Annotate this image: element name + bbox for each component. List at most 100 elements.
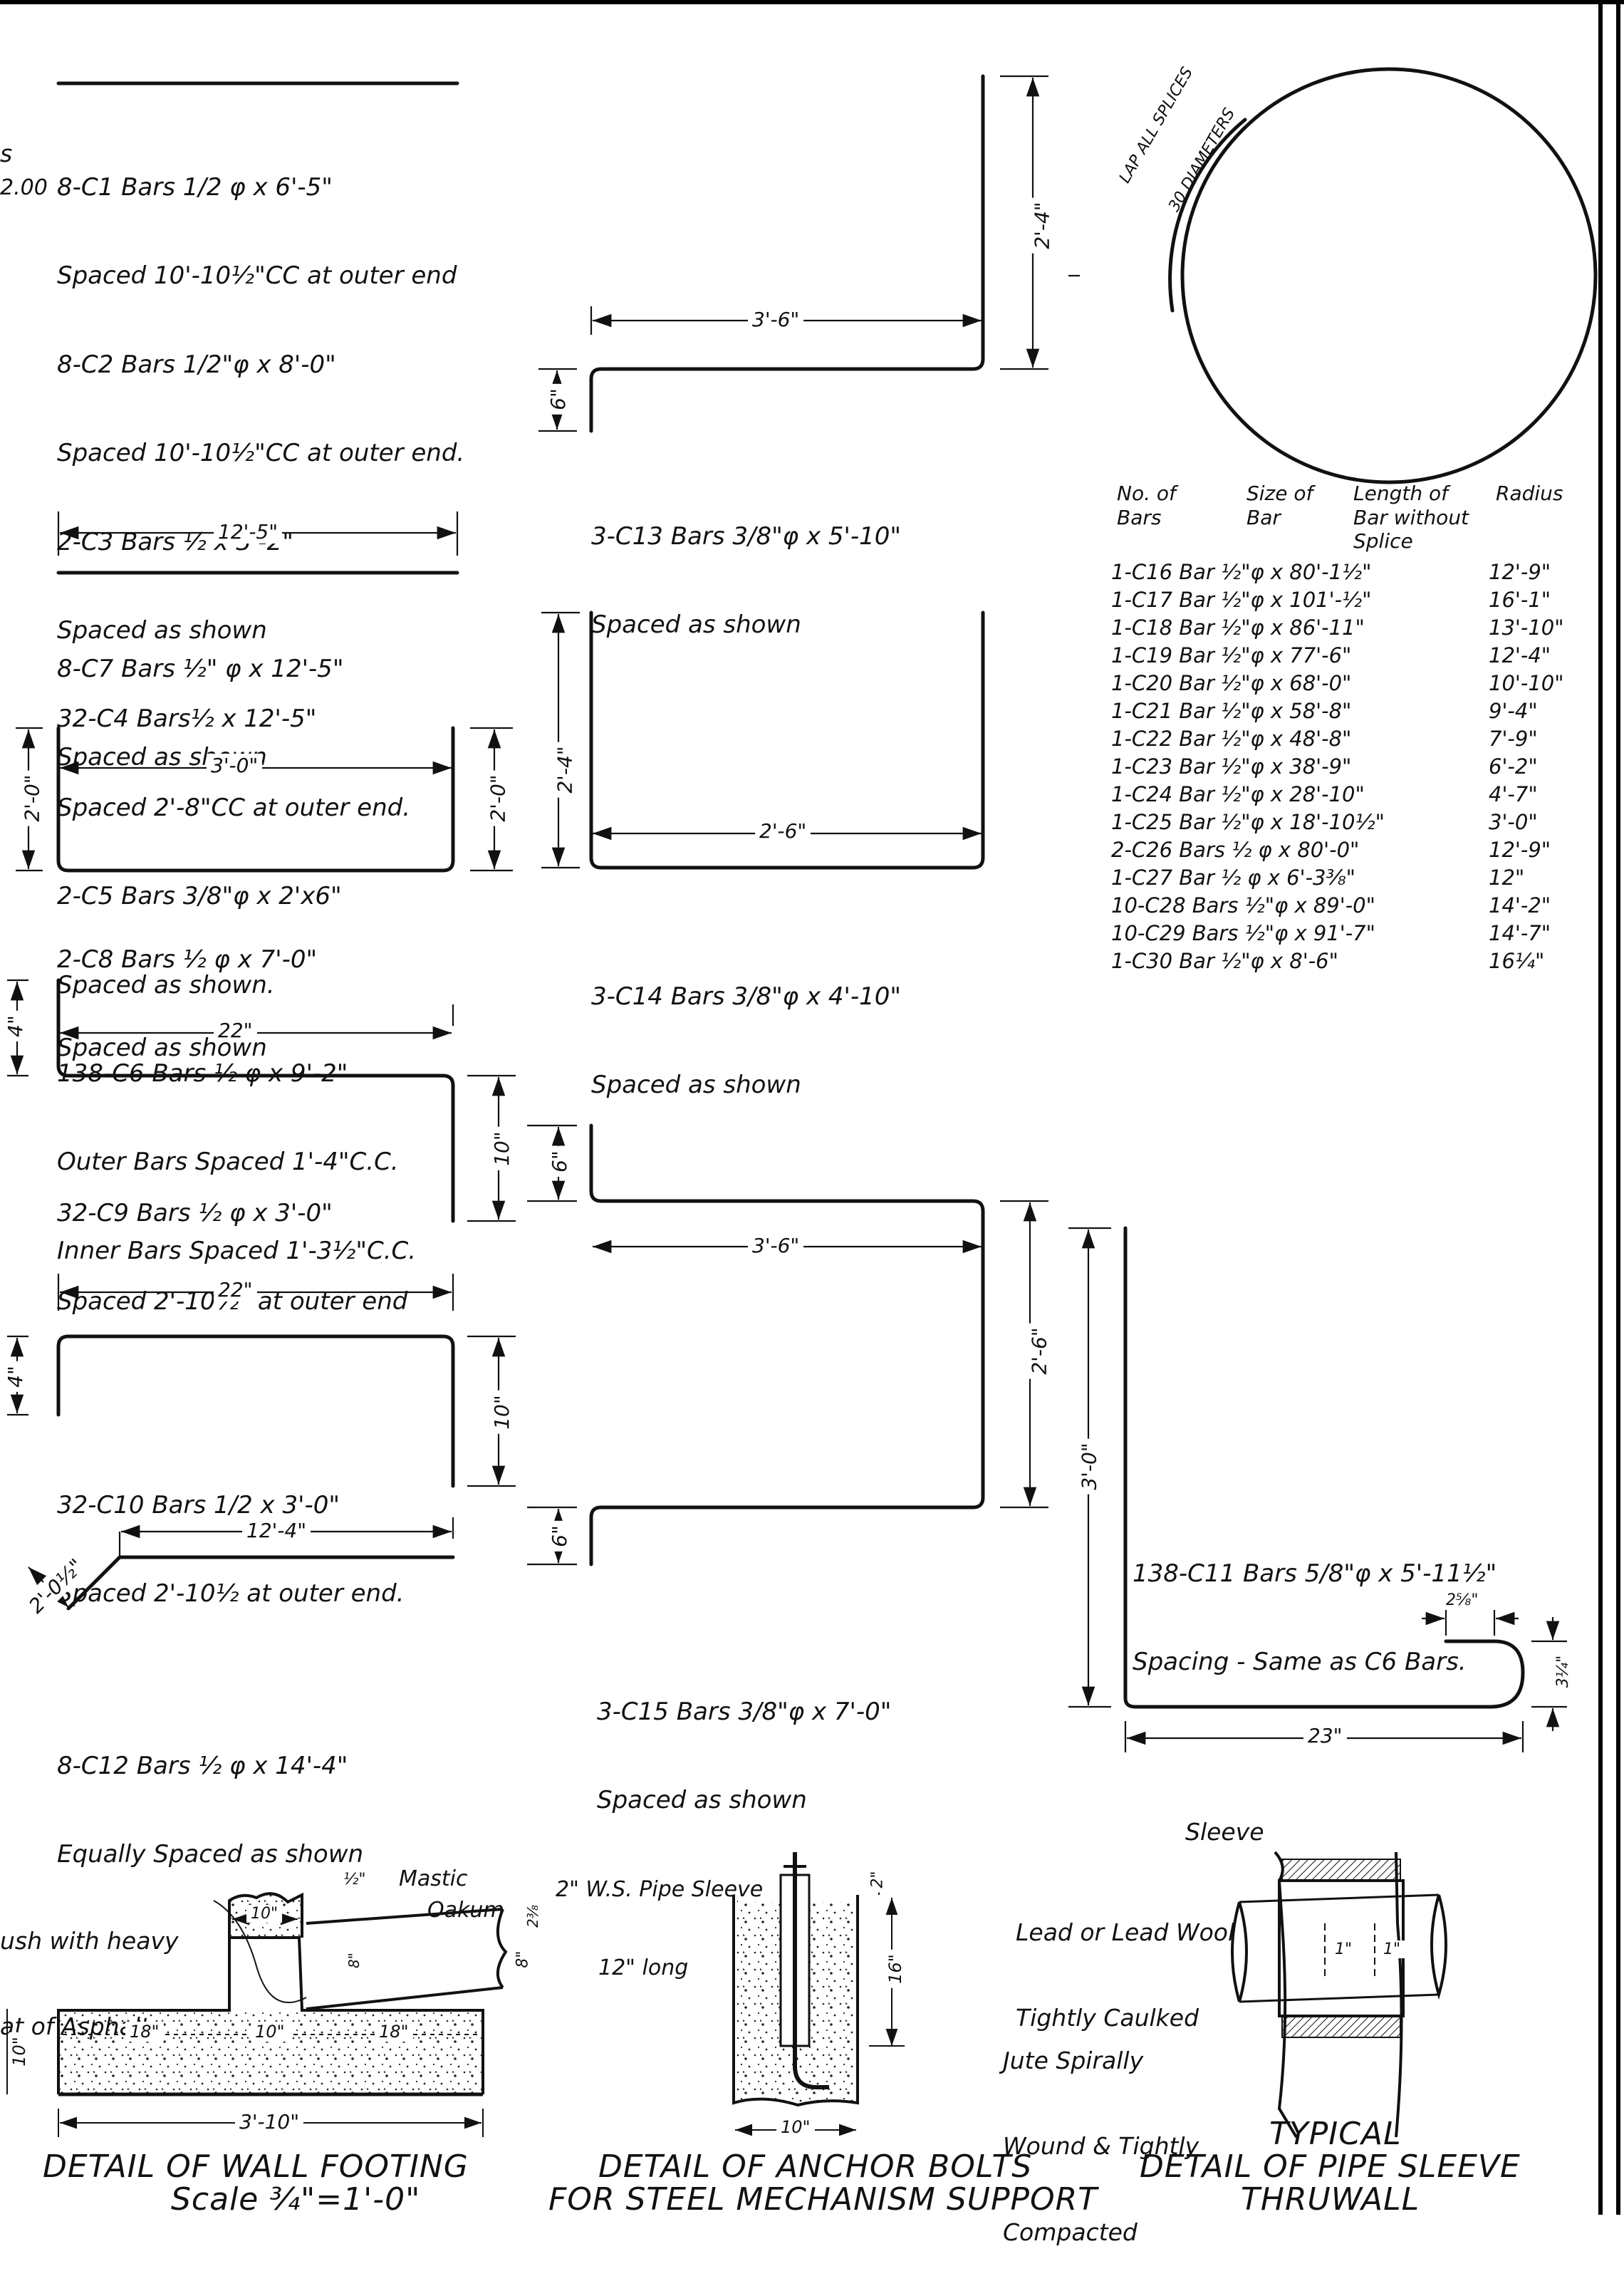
schedule-row: 10-C28 Bars ½"φ x 89'-0"14'-2": [1111, 893, 1551, 918]
mastic-label: Mastic: [399, 1866, 468, 1891]
edge-fragment: 2.00: [0, 175, 48, 200]
schedule-row: 2-C26 Bars ½ φ x 80'-0"12'-9": [1111, 838, 1551, 862]
oakum-label: Oakum: [427, 1898, 504, 1923]
c13-notes: 3-C13 Bars 3/8"φ x 5'-10" Spaced as show…: [591, 521, 902, 640]
c1-c6-notes: 8-C1 Bars 1/2 φ x 6'-5" Spaced 10'-10½"C…: [57, 172, 465, 1265]
c13-hook-dim: 6": [546, 384, 570, 415]
c8-bar: [56, 726, 455, 873]
c11-hook-width-dim: 2⅝": [1442, 1591, 1483, 1609]
footing-half-dim: ½": [339, 1871, 370, 1888]
rebar-drawing: [0, 0, 1624, 2215]
c9-height-dim: 10": [489, 1127, 514, 1170]
col-size-of-bar: Size of Bar: [1246, 482, 1313, 529]
schedule-row: 1-C18 Bar ½"φ x 86'-11"13'-10": [1111, 615, 1564, 640]
c8-height-dim: 2'-0": [486, 770, 510, 826]
c9-hook-dim: 4": [3, 1011, 27, 1041]
schedule-row: 1-C19 Bar ½"φ x 77'-6"12'-4": [1111, 643, 1551, 667]
c8-width-dim: 3'-0": [207, 754, 263, 777]
schedule-row: 1-C27 Bar ½ φ x 6'-3⅜"12": [1111, 866, 1525, 890]
footing-small-dim: 2⅜: [524, 1900, 542, 1933]
schedule-row: 1-C25 Bar ½"φ x 18'-10½"3'-0": [1111, 810, 1538, 834]
anchor-bolt-detail: [732, 1852, 905, 2136]
c11-notes: 138-C11 Bars 5/8"φ x 5'-11½" Spacing - S…: [1133, 1559, 1497, 1677]
c4-length-dim: 12'-5": [214, 520, 283, 544]
c10-hook-dim: 4": [3, 1361, 27, 1392]
sleeve-label: Sleeve: [1185, 1818, 1264, 1846]
c14-height-dim: 2'-4": [553, 742, 577, 798]
c9-notes: 32-C9 Bars ½ φ x 3'-0" Spaced 2'-10½" at…: [57, 1198, 408, 1316]
footing-total-dim: 3'-10": [235, 2110, 304, 2134]
footing-seg1-dim: 18": [125, 2022, 164, 2042]
schedule-row: 1-C17 Bar ½"φ x 101'-½"16'-1": [1111, 588, 1551, 612]
c7-notes: 8-C7 Bars ½" φ x 12'-5" Spaced as shown: [57, 654, 344, 772]
schedule-row: 1-C24 Bar ½"φ x 28'-10"4'-7": [1111, 782, 1538, 806]
pipe-sleeve-detail: [1231, 1851, 1447, 2139]
c13-bar: [589, 74, 985, 433]
footing-pipe-dim: 8": [514, 1946, 532, 1973]
col-length-of-bar: Length of Bar without Splice: [1353, 482, 1469, 554]
schedule-row: 1-C23 Bar ½"φ x 38'-9"6'-2": [1111, 754, 1538, 779]
anchor-title: DETAIL OF ANCHOR BOLTS: [598, 2148, 1033, 2185]
bar-schedule-header: No. of Bars Size of Bar Length of Bar wi…: [1111, 482, 1588, 560]
c15-bar: [589, 1123, 985, 1566]
edge-fragment: s: [0, 140, 13, 167]
anchor-top-dim: 2": [868, 1866, 887, 1893]
anchor-bottom-dim: 10": [776, 2117, 815, 2137]
c10-bar: [56, 1334, 455, 1488]
c14-notes: 3-C14 Bars 3/8"φ x 4'-10" Spaced as show…: [591, 982, 902, 1100]
c8-height-dim: 2'-0": [20, 770, 44, 826]
c11-height-dim: 3'-0": [1077, 1438, 1101, 1495]
pipe-sleeve-label: 2" W.S. Pipe Sleeve 12" long: [556, 1877, 764, 1980]
footing-left-dim: 10": [9, 2032, 29, 2071]
c12-bar: [66, 1555, 455, 1611]
c11-bar: [1123, 1226, 1525, 1709]
c9-width-dim: 22": [214, 1019, 257, 1042]
anchor-subtitle: FOR STEEL MECHANISM SUPPORT: [548, 2181, 1098, 2218]
bar-schedule: No. of Bars Size of Bar Length of Bar wi…: [1111, 482, 1588, 977]
sheet-border: [0, 0, 1624, 2215]
footing-scale: Scale ¾"=1'-0": [171, 2181, 421, 2218]
c11-hook-height-dim: 3¼": [1554, 1651, 1573, 1693]
c15-hook-dim: 6": [547, 1146, 571, 1177]
c9-bar: [56, 978, 455, 1223]
c10-width-dim: 22": [214, 1278, 257, 1301]
c14-width-dim: 2'-6": [755, 819, 811, 843]
sleeve-gap-dim: 1": [1379, 1940, 1405, 1958]
jute-label: Jute Spirally Wound & Tightly Compacted: [1003, 2046, 1199, 2247]
pipe-sleeve-title: THRUWALL: [1241, 2181, 1420, 2218]
sleeve-gap-dim: 1": [1331, 1940, 1357, 1958]
pipe-sleeve-title: DETAIL OF PIPE SLEEVE: [1140, 2148, 1521, 2185]
col-no-of-bars: No. of Bars: [1117, 482, 1176, 529]
c13-height-dim: 2'-4": [1030, 197, 1054, 254]
c12-notes: 8-C12 Bars ½ φ x 14'-4" Equally Spaced a…: [57, 1751, 364, 1869]
c10-height-dim: 10": [489, 1391, 514, 1434]
lead-wool-label: Lead or Lead Wool Tightly Caulked: [1016, 1918, 1235, 2032]
lap-splice-arc: [1168, 118, 1247, 313]
pipe-sleeve-title: TYPICAL: [1269, 2116, 1402, 2152]
schedule-row: 1-C22 Bar ½"φ x 48'-8"7'-9": [1111, 727, 1538, 751]
footing-seg3-dim: 18": [375, 2022, 413, 2042]
c14-bar: [589, 610, 985, 870]
c8-notes: 2-C8 Bars ½ φ x 7'-0" Spaced as shown: [57, 945, 318, 1063]
c15-notes: 3-C15 Bars 3/8"φ x 7'-0" Spaced as shown: [597, 1697, 892, 1815]
c15-height-dim: 2'-6": [1027, 1323, 1051, 1379]
col-radius: Radius: [1496, 482, 1563, 505]
footing-top-dim: 10": [246, 1905, 283, 1923]
schedule-row: 1-C16 Bar ½"φ x 80'-1½"12'-9": [1111, 560, 1551, 584]
footing-title: DETAIL OF WALL FOOTING: [43, 2148, 469, 2185]
schedule-row: 1-C30 Bar ½"φ x 8'-6"16¼": [1111, 949, 1545, 973]
c11-width-dim: 23": [1303, 1724, 1347, 1747]
anchor-mid-dim: 16": [885, 1950, 905, 1988]
schedule-row: 1-C21 Bar ½"φ x 58'-8"9'-4": [1111, 699, 1538, 723]
c15-hook-dim: 6": [547, 1521, 571, 1552]
schedule-row: 10-C29 Bars ½"φ x 91'-7"14'-7": [1111, 921, 1551, 945]
schedule-row: 1-C20 Bar ½"φ x 68'-0"10'-10": [1111, 671, 1564, 695]
c15-width-dim: 3'-6": [748, 1234, 804, 1257]
c12-length-dim: 12'-4": [242, 1519, 311, 1542]
footing-slope-dim: 8": [345, 1948, 363, 1973]
c10-notes: 32-C10 Bars 1/2 x 3'-0" Spaced 2'-10½ at…: [57, 1490, 405, 1609]
circular-bar: [1180, 67, 1598, 484]
footing-seg2-dim: 10": [251, 2022, 289, 2042]
c13-width-dim: 3'-6": [748, 308, 804, 331]
